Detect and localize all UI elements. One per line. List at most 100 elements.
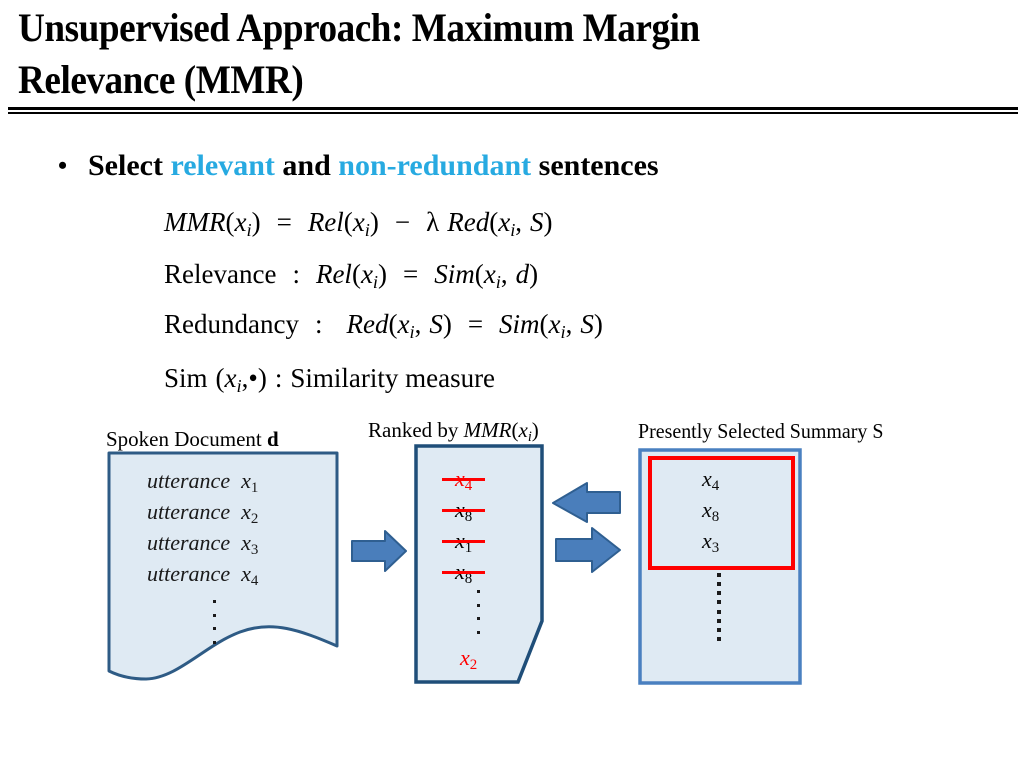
eq-relevance-sim-sub1: i bbox=[495, 272, 501, 293]
equation-relevance: Relevance:Rel(xi)=Sim(xi,d) bbox=[164, 259, 539, 293]
arrow-doc-to-ranked bbox=[351, 530, 407, 572]
ranked-list-box bbox=[414, 444, 544, 684]
list-item: utterance x3 bbox=[147, 527, 258, 558]
strikethrough-mark bbox=[442, 509, 486, 512]
equation-sim-description: Sim(xi,•):Similarity measure bbox=[164, 363, 496, 397]
eq-sim-sub: i bbox=[236, 376, 242, 397]
eq-relevance-colon: : bbox=[292, 259, 300, 289]
list-item: x4 bbox=[442, 463, 486, 495]
utterance-var: x bbox=[241, 561, 251, 586]
divider-thick-line bbox=[8, 107, 1018, 110]
summary-var: x bbox=[702, 528, 712, 553]
eq-sim-label: Sim bbox=[164, 363, 208, 393]
eq-relevance-arg: x bbox=[360, 259, 373, 289]
eq-relevance-sim-arg2: d bbox=[515, 259, 530, 289]
arrow-summary-to-ranked bbox=[552, 482, 621, 523]
eq-mmr-rel-sub: i bbox=[364, 220, 370, 241]
document-label-variable: d bbox=[266, 427, 279, 451]
ranked-label-fn: MMR bbox=[463, 418, 512, 442]
eq-redundancy-colon: : bbox=[314, 309, 323, 339]
list-item: x1 bbox=[442, 525, 486, 557]
list-item: x3 bbox=[702, 525, 719, 556]
utterance-var-sub: 2 bbox=[250, 511, 259, 528]
ranked-tail-sub: 2 bbox=[469, 657, 478, 674]
bullet-dot-icon: • bbox=[58, 151, 68, 180]
eq-sim-arg: x bbox=[224, 363, 237, 393]
utterance-word: utterance bbox=[147, 468, 231, 493]
eq-mmr-lambda: λ bbox=[426, 207, 440, 237]
document-ellipsis-icon bbox=[213, 600, 216, 644]
ranked-var-sub: 4 bbox=[464, 478, 473, 495]
eq-redundancy-sim-sub1: i bbox=[560, 322, 566, 343]
ranked-label-sub: i bbox=[527, 428, 532, 445]
list-item: utterance x2 bbox=[147, 496, 258, 527]
eq-mmr-red-arg2: S bbox=[530, 207, 544, 237]
strikethrough-mark bbox=[442, 478, 486, 481]
utterance-var: x bbox=[241, 468, 251, 493]
list-item: x4 bbox=[702, 463, 719, 494]
eq-redundancy-arg2: S bbox=[429, 309, 443, 339]
eq-relevance-fn: Rel bbox=[315, 259, 352, 289]
divider-thin-line bbox=[8, 112, 1018, 114]
list-item: utterance x4 bbox=[147, 558, 258, 589]
eq-redundancy-sim-arg2: S bbox=[580, 309, 594, 339]
eq-sim-description: Similarity measure bbox=[290, 363, 496, 393]
ranked-tail-var: x bbox=[460, 645, 470, 670]
eq-mmr-equals: = bbox=[276, 207, 292, 237]
bullet-text-2: and bbox=[282, 149, 331, 182]
page-title: Unsupervised Approach: Maximum Margin Re… bbox=[18, 2, 918, 106]
summary-var-sub: 3 bbox=[711, 540, 720, 557]
title-line-1: Unsupervised Approach: Maximum Margin bbox=[18, 5, 700, 50]
eq-mmr-fn: MMR bbox=[164, 207, 226, 237]
list-item: x8 bbox=[442, 494, 486, 525]
eq-redundancy-arg1: x bbox=[397, 309, 410, 339]
eq-redundancy-equals: = bbox=[467, 309, 484, 339]
ranked-var-sub: 1 bbox=[464, 540, 473, 557]
list-item: utterance x1 bbox=[147, 465, 258, 496]
summary-var: x bbox=[702, 497, 712, 522]
ranked-label-arg: x bbox=[518, 418, 528, 442]
document-label: Spoken Document d bbox=[106, 427, 279, 451]
eq-relevance-sim-fn: Sim bbox=[434, 259, 475, 289]
title-line-2: Relevance (MMR) bbox=[18, 57, 304, 102]
utterance-var-sub: 1 bbox=[250, 480, 259, 497]
strikethrough-mark bbox=[442, 571, 486, 574]
eq-relevance-label: Relevance bbox=[164, 259, 277, 289]
bullet-keyword-relevant: relevant bbox=[170, 149, 275, 182]
bullet-item: •Select relevant and non-redundant sente… bbox=[58, 147, 659, 185]
utterance-word: utterance bbox=[147, 561, 231, 586]
eq-redundancy-sub1: i bbox=[409, 322, 415, 343]
utterance-var-sub: 4 bbox=[250, 573, 259, 590]
eq-mmr-red-fn: Red bbox=[447, 207, 490, 237]
list-item: x8 bbox=[442, 556, 486, 587]
document-utterance-list: utterance x1 utterance x2 utterance x3 u… bbox=[147, 465, 258, 589]
eq-mmr-arg: x bbox=[234, 207, 247, 237]
eq-redundancy-sim-arg1: x bbox=[548, 309, 561, 339]
eq-relevance-sub: i bbox=[372, 272, 379, 293]
list-item: x8 bbox=[702, 494, 719, 525]
summary-ellipsis-icon bbox=[717, 573, 721, 641]
ranked-tail-item: x2 bbox=[460, 645, 477, 674]
eq-relevance-sim-arg1: x bbox=[483, 259, 496, 289]
arrow-ranked-to-summary bbox=[555, 527, 621, 573]
strikethrough-mark bbox=[442, 540, 486, 543]
ranked-item-list: x4 x8 x1 x8 bbox=[442, 463, 486, 587]
eq-redundancy-fn: Red bbox=[346, 309, 389, 339]
utterance-var-sub: 3 bbox=[250, 542, 259, 559]
eq-mmr-arg-sub: i bbox=[246, 220, 252, 241]
eq-mmr-red-sub1: i bbox=[510, 220, 516, 241]
equation-redundancy: Redundancy:Red(xi,S)=Sim(xi,S) bbox=[164, 309, 603, 343]
summary-highlight-box bbox=[648, 456, 795, 570]
utterance-word: utterance bbox=[147, 499, 231, 524]
summary-label: Presently Selected Summary S bbox=[638, 419, 884, 443]
ranked-ellipsis-icon bbox=[477, 590, 480, 634]
summary-item-list: x4 x8 x3 bbox=[702, 463, 719, 556]
document-label-text: Spoken Document bbox=[106, 427, 262, 451]
summary-var: x bbox=[702, 466, 712, 491]
utterance-var: x bbox=[241, 499, 251, 524]
utterance-var: x bbox=[241, 530, 251, 555]
eq-mmr-minus: − bbox=[394, 207, 411, 237]
eq-mmr-red-arg1: x bbox=[498, 207, 511, 237]
